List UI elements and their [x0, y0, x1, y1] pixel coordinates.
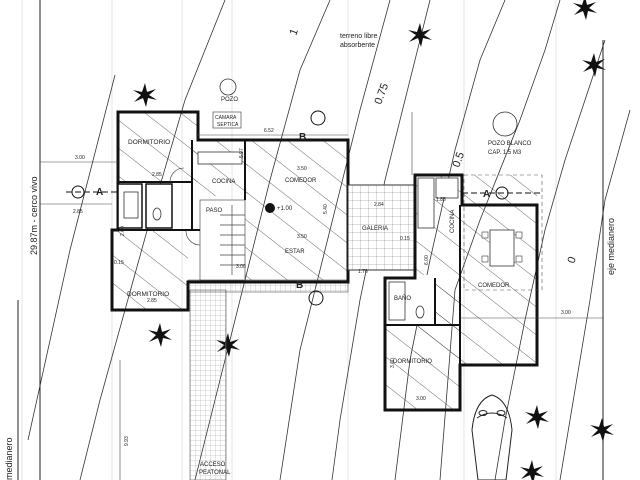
camara-label: CAMARA [215, 115, 237, 121]
dimension-lines [40, 112, 603, 480]
room-galeria: GALERIA [362, 226, 388, 232]
section-a-left: A [96, 187, 103, 198]
section-b-bottom: B [296, 280, 303, 291]
dim-360: 3.60 [390, 358, 396, 368]
dim-993: 9.93 [124, 436, 130, 446]
car-icon [471, 394, 513, 480]
dim-260: 2.60 [120, 226, 126, 236]
dim-015-a: 0.15 [400, 236, 410, 242]
dim-652: 6.52 [264, 128, 274, 134]
tree-icon [590, 418, 614, 442]
tree-icon [148, 323, 172, 347]
level-mark: +1.00 [277, 206, 293, 212]
eje-medianero-label: eje medianero [606, 218, 616, 275]
room-cocina-right: COCINA [450, 210, 456, 233]
contour-label-05: 0.5 [451, 151, 468, 169]
dim-350-b: 3.50 [297, 234, 307, 240]
room-cocina-left: COCINA [212, 179, 235, 185]
room-comedor-right: COMEDOR [478, 283, 510, 289]
dim-540: 5.40 [323, 204, 329, 214]
dim-300-d: 3.00 [236, 264, 246, 270]
terreno-label: terreno libre [340, 33, 377, 40]
tree-icon [573, 0, 597, 20]
dim-176: 1.76 [358, 269, 368, 275]
tree-icon [133, 83, 157, 107]
room-bano: BAÑO [394, 295, 411, 302]
absorbente-label: absorbente [340, 42, 375, 49]
acceso-label: ACCESO [200, 462, 226, 468]
pozo-blanco-icon [492, 111, 518, 137]
dim-285-b: 2.85 [73, 209, 83, 215]
access-path [189, 289, 227, 480]
room-dormitorio-left-top: DORMITORIO [128, 139, 170, 146]
peatonal-label: PEATONAL [199, 470, 231, 476]
dim-597: 5.97 [239, 148, 245, 158]
medianero-label: medianero [4, 437, 14, 480]
room-comedor-left: COMEDOR [285, 178, 317, 184]
tree-icon [525, 405, 549, 429]
tree-icon [582, 53, 606, 77]
dim-285-c: 2.85 [147, 298, 157, 304]
pozo-icon [219, 78, 237, 96]
room-estar: ESTAR [285, 249, 305, 255]
dim-185: 1.85 [436, 197, 446, 203]
galeria-floor [347, 184, 416, 271]
tree-icon [408, 23, 432, 47]
septica-label: SEPTICA [217, 122, 239, 128]
dim-300-a: 3.00 [75, 155, 85, 161]
contour-label-0: 0 [566, 255, 579, 265]
pozo-blanco-label: POZO BLANCO [488, 141, 532, 147]
tree-icon [520, 460, 544, 480]
site-boundary [17, 0, 604, 480]
section-a-right: A [483, 189, 490, 200]
cerco-label: 29.87m - cerco vivo [29, 176, 39, 255]
camara-septica-box [212, 111, 242, 129]
dim-015-b: 0.15 [114, 260, 124, 266]
room-paso: PASO [206, 208, 223, 214]
dim-285-a: 2.85 [152, 172, 162, 178]
dim-300-c: 3.00 [416, 396, 426, 402]
section-markers [66, 110, 540, 306]
room-dormitorio-right: DORMITORIO [393, 359, 432, 365]
room-dormitorio-left-bottom: DORMITORIO [127, 291, 169, 298]
capacity-label: CAP. 1.5 M3 [488, 150, 522, 156]
section-b-top: B [299, 132, 306, 143]
contour-label-075: 0.75 [373, 82, 392, 106]
dim-350-a: 3.50 [297, 166, 307, 172]
dim-300-b: 3.00 [561, 310, 571, 316]
dim-600: 6.00 [424, 255, 430, 265]
dim-284: 2.84 [374, 202, 384, 208]
left-house [110, 110, 350, 312]
right-house [383, 173, 543, 412]
pozo-label: POZO [221, 97, 238, 103]
contour-label-1: 1 [288, 27, 301, 37]
